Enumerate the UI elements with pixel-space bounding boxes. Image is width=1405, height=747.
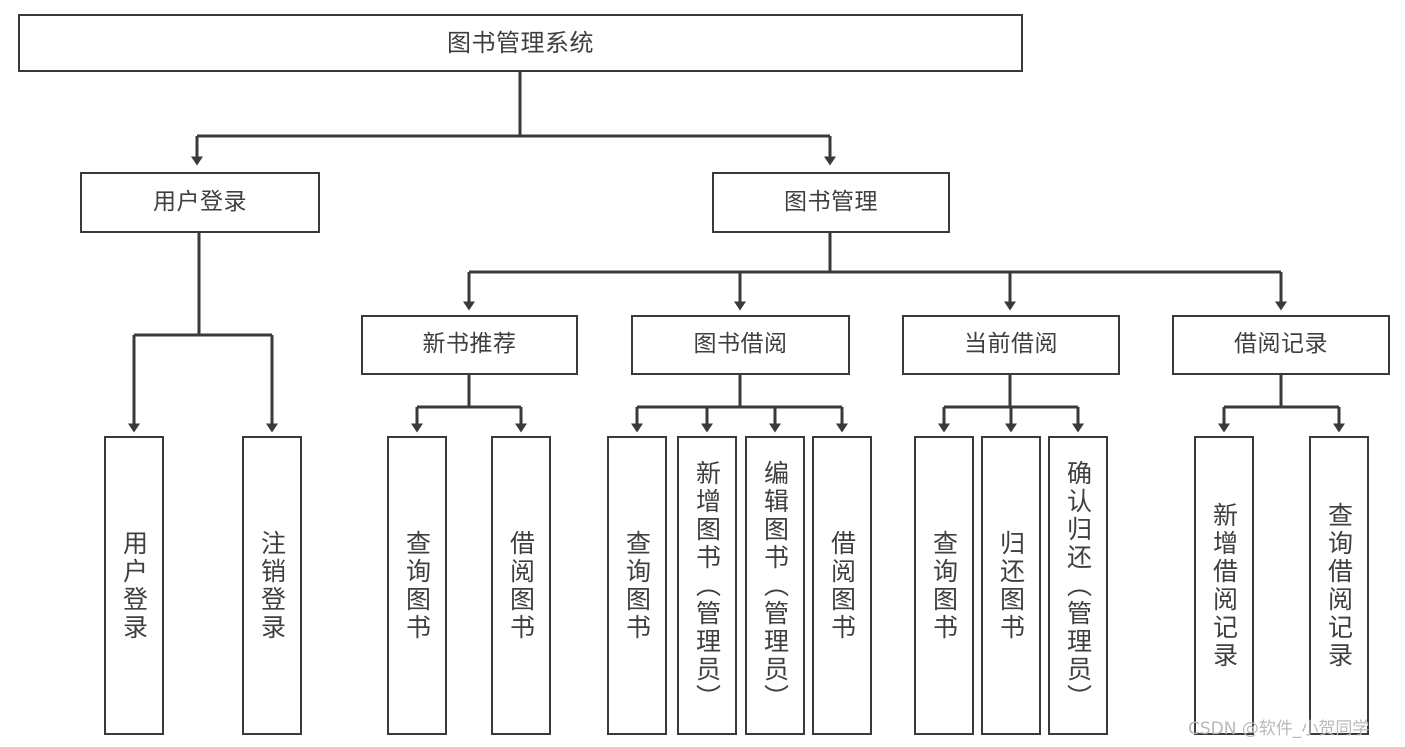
- node-book-borrow[interactable]: 图书借阅: [631, 315, 850, 375]
- node-label: 借阅图书: [827, 529, 857, 642]
- node-label: 用户登录: [119, 529, 149, 642]
- node-label: 当前借阅: [964, 331, 1058, 358]
- node-book-manage[interactable]: 图书管理: [712, 172, 950, 233]
- node-root-book-management-system[interactable]: 图书管理系统: [18, 14, 1023, 72]
- node-leaf-confirm-return[interactable]: 确认归还（管理员）: [1048, 436, 1108, 735]
- node-label: 查询图书: [929, 529, 959, 642]
- node-label: 图书管理: [784, 188, 878, 215]
- node-label: 新增图书（管理员）: [692, 459, 722, 712]
- node-leaf-edit-book[interactable]: 编辑图书（管理员）: [745, 436, 805, 735]
- node-leaf-query-book-1[interactable]: 查询图书: [387, 436, 447, 735]
- node-label: 注销登录: [257, 529, 287, 642]
- node-leaf-borrow-book-2[interactable]: 借阅图书: [812, 436, 872, 735]
- node-leaf-query-book-3[interactable]: 查询图书: [914, 436, 974, 735]
- node-label: 归还图书: [996, 529, 1026, 642]
- node-leaf-add-record[interactable]: 新增借阅记录: [1194, 436, 1254, 735]
- node-new-book-recommend[interactable]: 新书推荐: [361, 315, 578, 375]
- node-user-login[interactable]: 用户登录: [80, 172, 320, 233]
- node-leaf-query-book-2[interactable]: 查询图书: [607, 436, 667, 735]
- node-leaf-add-book[interactable]: 新增图书（管理员）: [677, 436, 737, 735]
- node-label: 借阅记录: [1234, 331, 1328, 358]
- node-label: 新书推荐: [422, 331, 517, 358]
- watermark: CSDN @软件_小贺同学: [1188, 719, 1370, 739]
- node-label: 借阅图书: [506, 529, 536, 642]
- node-label: 查询图书: [622, 529, 652, 642]
- node-leaf-return-book[interactable]: 归还图书: [981, 436, 1041, 735]
- node-leaf-borrow-book-1[interactable]: 借阅图书: [491, 436, 551, 735]
- node-label: 编辑图书（管理员）: [760, 459, 790, 712]
- node-label: 新增借阅记录: [1209, 501, 1239, 670]
- node-leaf-logout[interactable]: 注销登录: [242, 436, 302, 735]
- node-label: 查询图书: [402, 529, 432, 642]
- node-label: 查询借阅记录: [1324, 501, 1354, 670]
- node-label: 图书管理系统: [447, 28, 594, 57]
- node-label: 图书借阅: [693, 331, 788, 358]
- node-borrow-record[interactable]: 借阅记录: [1172, 315, 1390, 375]
- node-current-borrow[interactable]: 当前借阅: [902, 315, 1120, 375]
- node-label: 用户登录: [153, 188, 247, 215]
- node-leaf-user-login[interactable]: 用户登录: [104, 436, 164, 735]
- node-leaf-query-record[interactable]: 查询借阅记录: [1309, 436, 1369, 735]
- node-label: 确认归还（管理员）: [1063, 459, 1093, 712]
